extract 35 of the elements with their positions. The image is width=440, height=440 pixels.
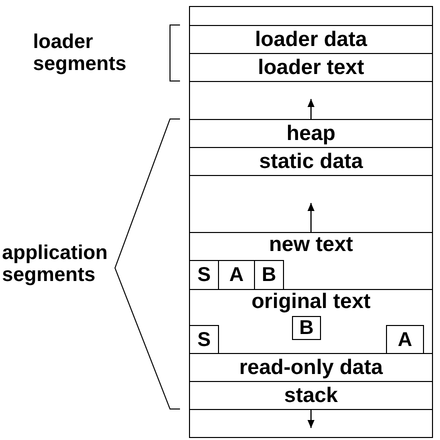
block-letter: A: [229, 265, 244, 285]
memory-segment: [189, 289, 433, 354]
block-letter: A: [398, 330, 412, 350]
segment-label: heap: [286, 122, 336, 146]
memory-segment: [189, 119, 433, 148]
code-block: [386, 325, 424, 354]
segment-label: loader data: [254, 28, 368, 52]
code-block: [292, 316, 321, 340]
block-letter: B: [299, 318, 314, 338]
empty-segment: [189, 409, 433, 438]
memory-segment: [189, 25, 433, 54]
arrow: [308, 99, 314, 119]
segment-label: static data: [259, 150, 363, 174]
group-label: loader segments: [33, 31, 128, 75]
block-letter: S: [197, 265, 211, 285]
arrow: [308, 203, 314, 232]
memory-segment: [189, 353, 433, 382]
arrow: [308, 409, 314, 428]
block-letter: S: [197, 330, 211, 350]
memory-segment: [189, 53, 433, 82]
segment-label: original text: [251, 290, 371, 314]
code-block: [254, 260, 284, 290]
group-label: application segments: [2, 242, 109, 286]
segment-label: loader text: [258, 56, 364, 80]
segment-label: new text: [268, 233, 354, 257]
memory-segment: [189, 232, 433, 290]
segment-label: read-only data: [239, 356, 383, 380]
empty-segment: [189, 6, 433, 26]
empty-segment: [189, 81, 433, 120]
code-block: [189, 325, 219, 354]
memory-segment: [189, 381, 433, 410]
memory-segment: [189, 147, 433, 176]
block-letter: B: [262, 265, 276, 285]
empty-segment: [189, 175, 433, 233]
segment-label: stack: [284, 384, 338, 408]
